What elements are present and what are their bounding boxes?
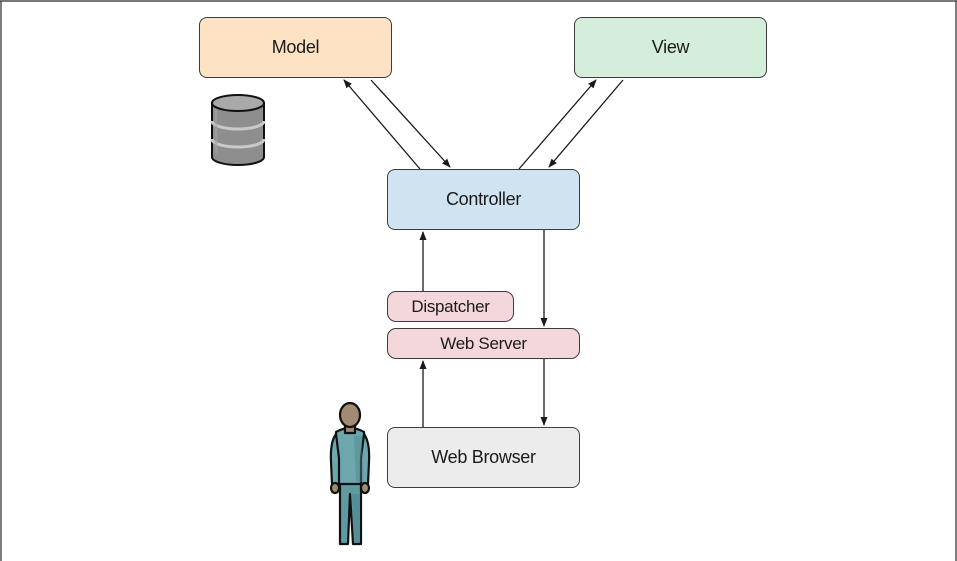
dispatcher-label: Dispatcher [411,296,490,316]
controller-box: Controller [387,169,580,230]
view-label: View [651,37,690,57]
arrow-view-to-controller [548,79,624,168]
dispatcher-box: Dispatcher [387,291,514,322]
controller-label: Controller [445,189,522,209]
web-server-box: Web Server [387,328,580,359]
user-icon [329,402,371,546]
arrow-model-to-controller [370,79,451,168]
database-icon [210,94,266,166]
web-browser-box: Web Browser [387,427,580,488]
arrow-controller-to-view [518,79,597,170]
web-server-label: Web Server [440,333,527,353]
view-box: View [574,17,767,78]
model-box: Model [199,17,392,78]
model-label: Model [271,37,320,57]
web-browser-label: Web Browser [431,447,536,467]
arrow-controller-to-model [343,79,421,170]
